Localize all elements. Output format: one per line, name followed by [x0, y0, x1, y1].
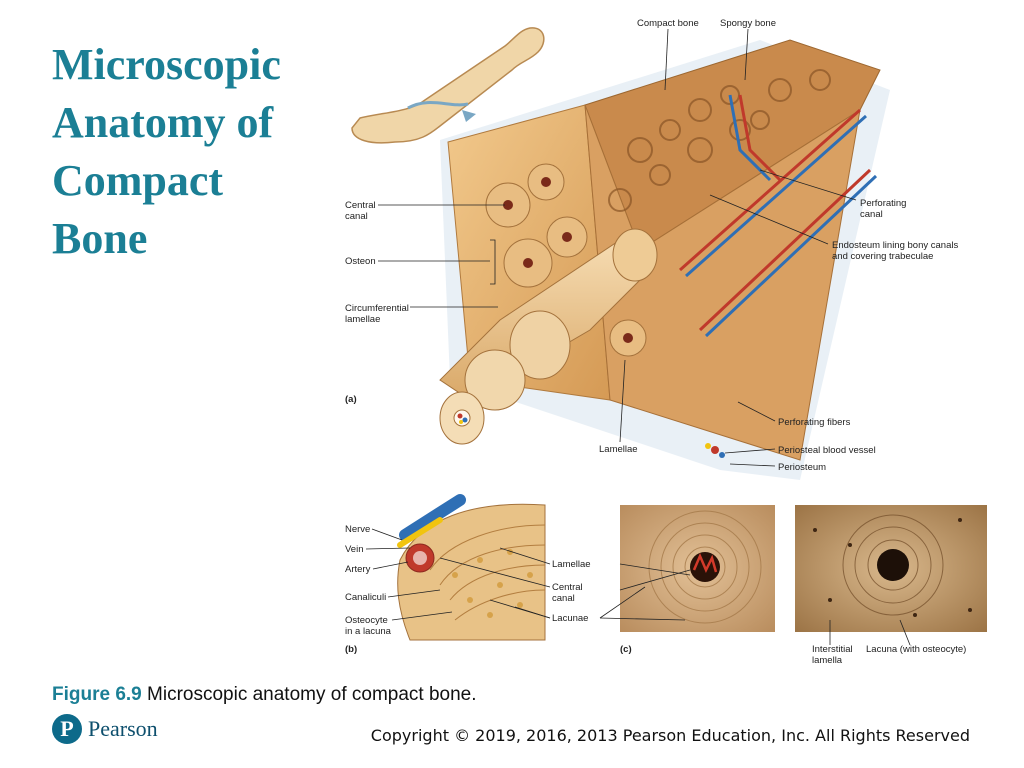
pearson-logo-icon: P: [52, 714, 82, 744]
label-canaliculi: Canaliculi: [345, 592, 386, 603]
label-b-lamellae: Lamellae: [552, 559, 591, 570]
label-interstitial-lamella: Interstitial: [812, 644, 853, 655]
label-compact-bone: Compact bone: [637, 18, 699, 29]
label-lamellae: Lamellae: [599, 444, 638, 455]
long-bone-illustration: [351, 27, 545, 144]
panel-a-tag: (a): [345, 394, 357, 405]
label-lacuna-with-osteocyte: Lacuna (with osteocyte): [866, 644, 966, 655]
svg-text:canal: canal: [552, 593, 575, 604]
label-vein: Vein: [345, 544, 364, 555]
svg-text:canal: canal: [345, 211, 368, 222]
panel-c-tag: (c): [620, 644, 632, 655]
label-osteon: Osteon: [345, 256, 376, 267]
label-central-canal: Central: [345, 200, 376, 211]
svg-text:and covering trabeculae: and covering trabeculae: [832, 251, 933, 262]
svg-text:lamella: lamella: [812, 655, 843, 666]
pearson-logo-text: Pearson: [88, 716, 158, 741]
label-b-central-canal: Central: [552, 582, 583, 593]
svg-text:in a lacuna: in a lacuna: [345, 626, 392, 637]
svg-text:lamellae: lamellae: [345, 314, 380, 325]
panel-a-labels: Compact bone Spongy bone Central canal O…: [345, 18, 958, 473]
panel-c-labels: (c) Interstitial lamella Lacuna (with os…: [599, 563, 966, 666]
label-endosteum: Endosteum lining bony canals: [832, 240, 958, 251]
label-perforating-fibers: Perforating fibers: [778, 417, 851, 428]
label-osteocyte: Osteocyte: [345, 615, 388, 626]
label-periosteum: Periosteum: [778, 462, 826, 473]
figure-caption-text: Microscopic anatomy of compact bone.: [141, 684, 477, 705]
figure-caption: Figure 6.9 Microscopic anatomy of compac…: [52, 684, 477, 706]
label-spongy-bone: Spongy bone: [720, 18, 776, 29]
panel-b-osteon-detail: [397, 494, 546, 641]
pearson-logo: P Pearson: [52, 712, 158, 746]
svg-text:canal: canal: [860, 209, 883, 220]
label-b-lacunae: Lacunae: [552, 613, 588, 624]
panel-b-tag: (b): [345, 644, 357, 655]
slide-title: Microscopic Anatomy of Compact Bone: [52, 40, 281, 263]
panel-c-micrographs: [620, 505, 987, 632]
compact-bone-wedge: [439, 39, 890, 480]
label-periosteal-blood-vessel: Periosteal blood vessel: [778, 445, 876, 456]
label-nerve: Nerve: [345, 524, 370, 535]
figure-number: Figure 6.9: [52, 684, 142, 705]
telescoped-osteon: [439, 228, 658, 445]
panel-b-labels: Nerve Vein Artery Canaliculi Osteocyte i…: [345, 524, 591, 655]
label-circumferential-lamellae: Circumferential: [345, 303, 409, 314]
label-artery: Artery: [345, 564, 371, 575]
bone-figure: Compact bone Spongy bone Central canal O…: [345, 18, 987, 666]
copyright-notice: Copyright © 2019, 2016, 2013 Pearson Edu…: [370, 726, 970, 745]
label-perforating-canal: Perforating: [860, 198, 906, 209]
